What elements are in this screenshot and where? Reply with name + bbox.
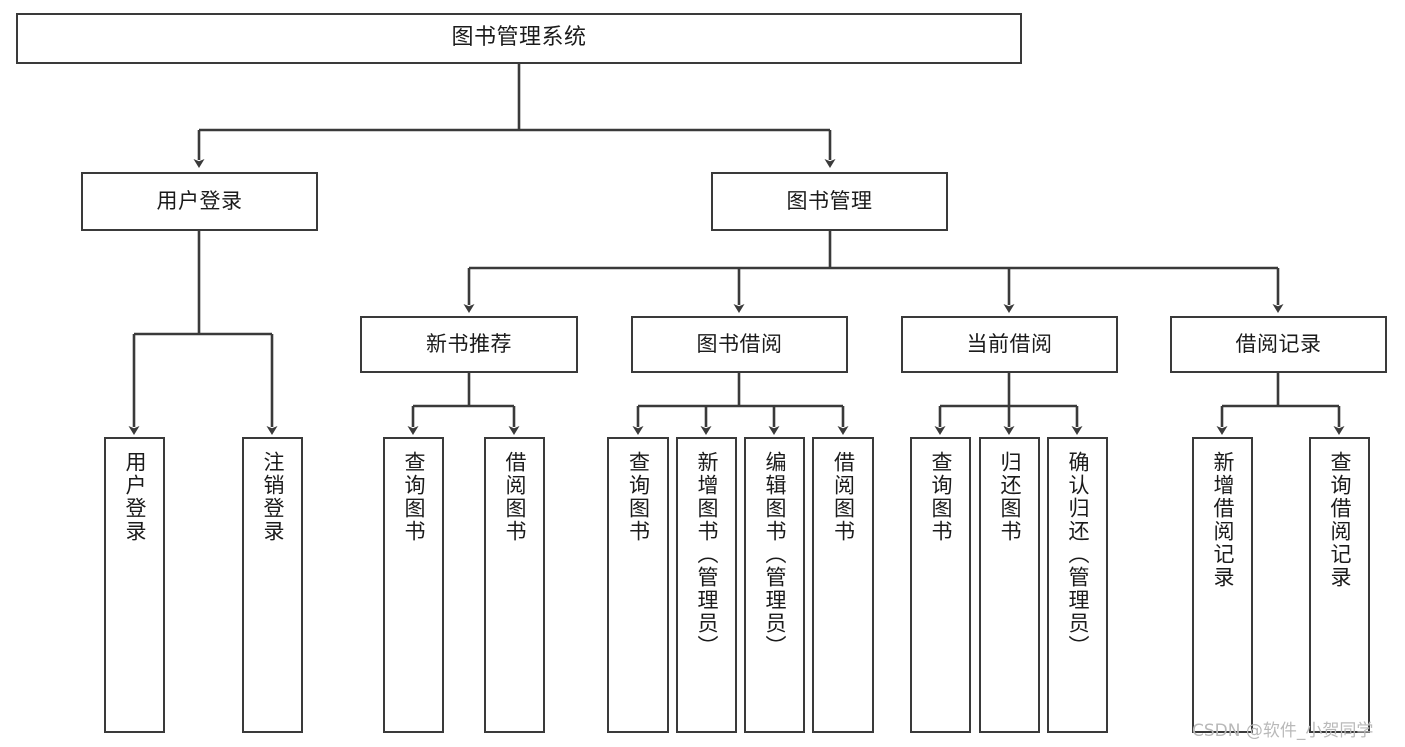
leaf-borrow-book-newbook[interactable]: 借阅图书 xyxy=(484,437,545,733)
node-label: 图书管理系统 xyxy=(451,25,587,51)
leaf-add-book-admin[interactable]: 新增图书（管理员） xyxy=(676,437,737,733)
leaf-add-borrow-record[interactable]: 新增借阅记录 xyxy=(1192,437,1253,733)
leaf-confirm-return-admin[interactable]: 确认归还（管理员） xyxy=(1047,437,1108,733)
node-label: 用户登录 xyxy=(123,451,147,543)
node-label: 归还图书 xyxy=(998,451,1022,543)
node-label: 用户登录 xyxy=(156,188,243,213)
leaf-query-book-current[interactable]: 查询图书 xyxy=(910,437,971,733)
leaf-edit-book-admin[interactable]: 编辑图书（管理员） xyxy=(744,437,805,733)
node-current-borrow[interactable]: 当前借阅 xyxy=(901,316,1118,373)
node-label: 新增借阅记录 xyxy=(1211,451,1235,589)
node-user-login[interactable]: 用户登录 xyxy=(81,172,318,231)
node-label: 查询图书 xyxy=(929,451,953,543)
leaf-query-book-borrow[interactable]: 查询图书 xyxy=(607,437,669,733)
node-label: 新书推荐 xyxy=(426,331,512,356)
node-borrow-records[interactable]: 借阅记录 xyxy=(1170,316,1387,373)
node-label: 图书管理 xyxy=(786,188,873,213)
leaf-borrow-book[interactable]: 借阅图书 xyxy=(812,437,874,733)
leaf-query-book-newbook[interactable]: 查询图书 xyxy=(383,437,444,733)
leaf-return-book[interactable]: 归还图书 xyxy=(979,437,1040,733)
node-label: 查询图书 xyxy=(402,451,426,543)
node-label: 编辑图书（管理员） xyxy=(763,451,787,658)
node-label: 当前借阅 xyxy=(966,331,1053,356)
leaf-logout[interactable]: 注销登录 xyxy=(242,437,303,733)
node-label: 借阅图书 xyxy=(503,451,527,543)
node-label: 确认归还（管理员） xyxy=(1066,451,1090,658)
leaf-query-borrow-record[interactable]: 查询借阅记录 xyxy=(1309,437,1370,733)
node-label: 查询借阅记录 xyxy=(1328,451,1352,589)
node-label: 新增图书（管理员） xyxy=(695,451,719,658)
csdn-watermark: CSDN @软件_小贺同学 xyxy=(1192,721,1374,741)
node-new-book-recommend[interactable]: 新书推荐 xyxy=(360,316,578,373)
node-root-library-system[interactable]: 图书管理系统 xyxy=(16,13,1022,64)
node-label: 借阅图书 xyxy=(831,451,856,543)
leaf-user-login[interactable]: 用户登录 xyxy=(104,437,165,733)
node-label: 借阅记录 xyxy=(1235,331,1322,356)
node-label: 注销登录 xyxy=(261,451,285,543)
node-book-borrow[interactable]: 图书借阅 xyxy=(631,316,848,373)
node-label: 查询图书 xyxy=(626,451,651,543)
node-book-management[interactable]: 图书管理 xyxy=(711,172,948,231)
node-label: 图书借阅 xyxy=(696,331,783,356)
